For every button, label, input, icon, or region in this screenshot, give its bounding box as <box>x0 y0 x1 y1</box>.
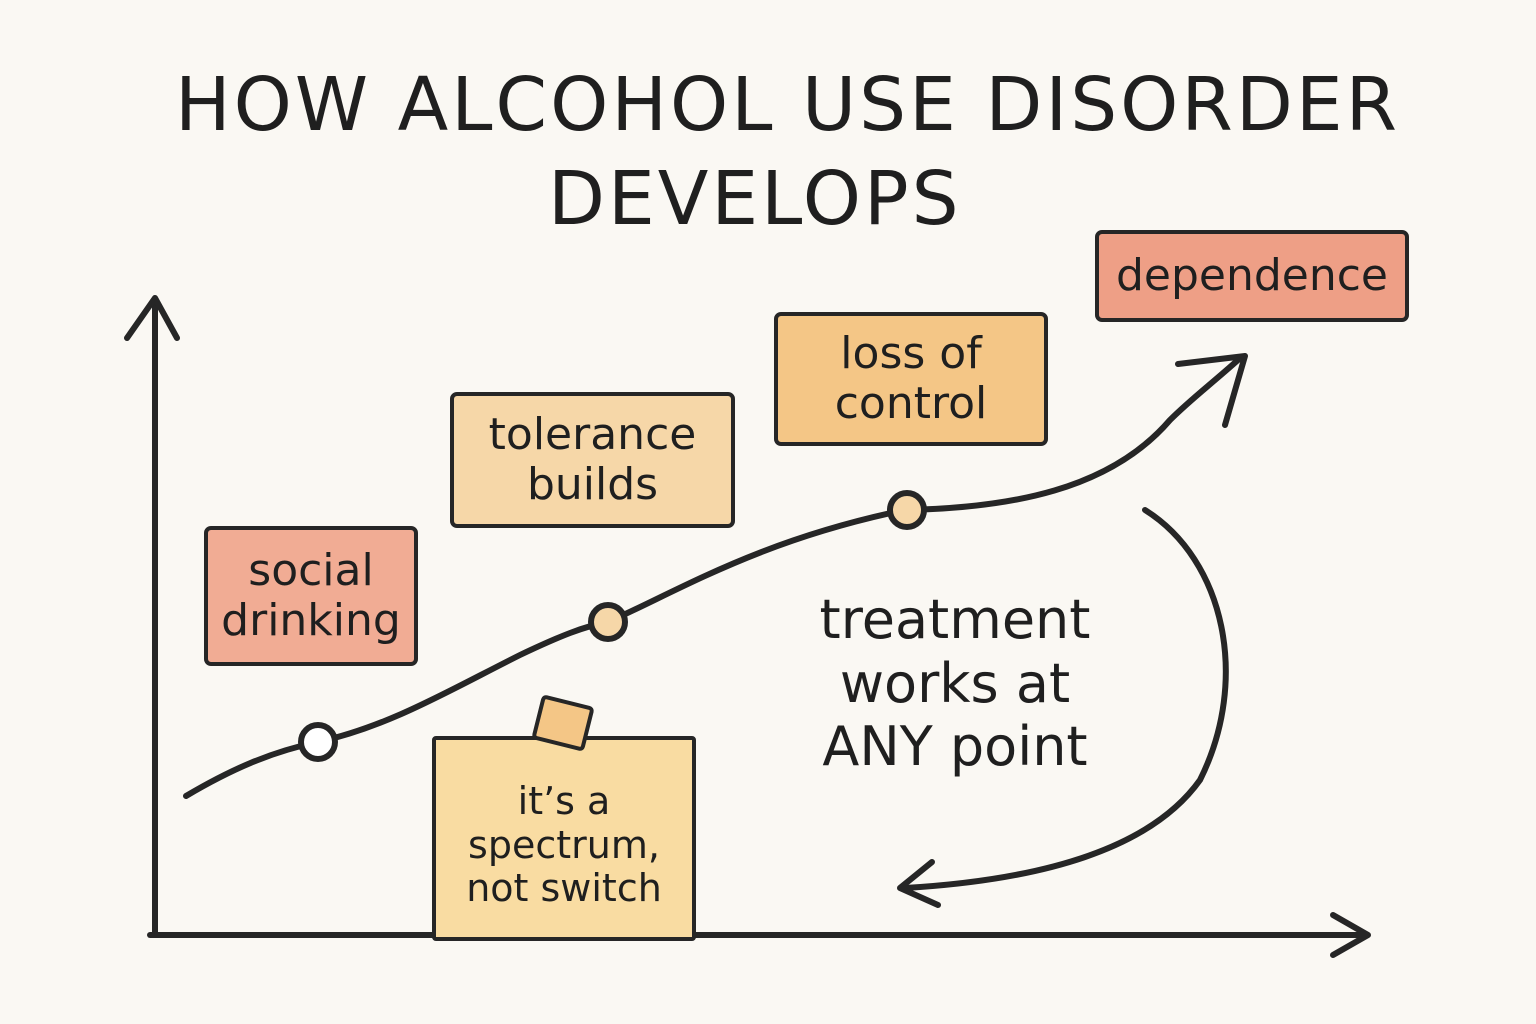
treatment-line: treatment <box>819 588 1091 651</box>
stage-label-line: builds <box>526 459 659 510</box>
note-line: spectrum, <box>468 822 660 867</box>
treatment-line: works at <box>839 651 1071 715</box>
stage-box-dependence: dependence <box>1095 230 1409 322</box>
stage-point-1 <box>298 722 338 762</box>
stage-label-line: social <box>248 545 374 597</box>
return-arrowhead-icon <box>897 859 941 908</box>
treatment-line: ANY point <box>822 715 1088 779</box>
diagram-title-line-1: HOW ALCOHOL USE DISORDER <box>175 62 1400 148</box>
stage-label-line: tolerance <box>488 409 697 461</box>
stage-point-3 <box>887 490 927 530</box>
note-line: not switch <box>466 866 662 911</box>
stage-point-2 <box>588 602 628 642</box>
stage-label-line: dependence <box>1115 250 1389 302</box>
stage-box-social-drinking: social drinking <box>204 526 418 666</box>
stage-box-tolerance-builds: tolerance builds <box>450 392 735 528</box>
note-line: it’s a <box>517 778 611 823</box>
stage-label-line: loss of <box>840 328 982 380</box>
treatment-annotation: treatment works at ANY point <box>770 588 1140 779</box>
sticky-note: it’s a spectrum, not switch <box>432 736 696 941</box>
stage-label-line: control <box>834 378 988 429</box>
y-axis-arrowhead-icon <box>124 295 180 341</box>
stage-box-loss-of-control: loss of control <box>774 312 1048 446</box>
diagram-title-line-2: DEVELOPS <box>548 156 962 242</box>
curve-arrowhead-icon <box>1175 353 1248 428</box>
x-axis-arrowhead-icon <box>1330 912 1371 958</box>
treatment-return-arrow <box>902 507 1229 891</box>
stage-label-line: drinking <box>221 595 401 646</box>
